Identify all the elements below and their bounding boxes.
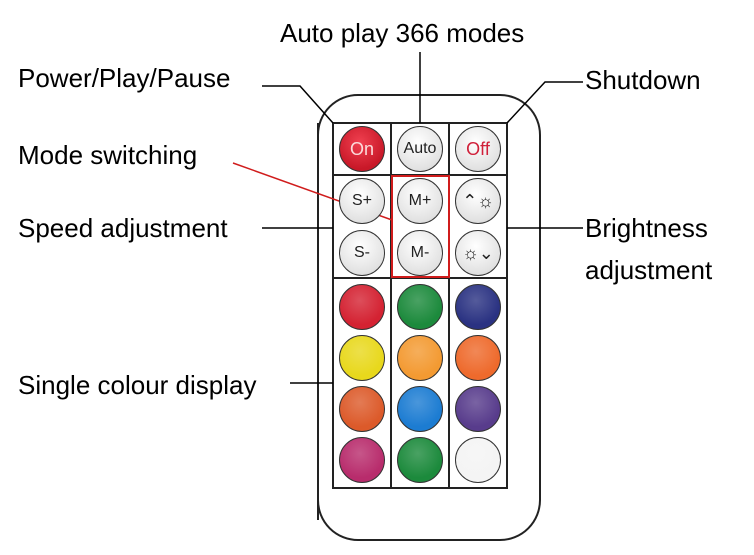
colour-button[interactable] <box>455 284 501 330</box>
mode-next-button[interactable]: M+ <box>397 178 443 224</box>
label-brightness: Brightness <box>585 213 708 243</box>
colour-button[interactable] <box>339 437 385 483</box>
brightness-down-button[interactable]: ☼⌄ <box>455 230 501 276</box>
on-button[interactable]: On <box>339 126 385 172</box>
label-single-colour: Single colour display <box>18 370 257 400</box>
colour-button[interactable] <box>455 386 501 432</box>
colour-button[interactable] <box>455 335 501 381</box>
colour-button[interactable] <box>397 284 443 330</box>
label-shutdown: Shutdown <box>585 65 701 95</box>
colour-button[interactable] <box>339 335 385 381</box>
label-mode-switching: Mode switching <box>18 140 198 170</box>
brightness-down-icon: ☼⌄ <box>462 242 494 263</box>
mode-prev-button[interactable]: M- <box>397 230 443 276</box>
colour-button[interactable] <box>397 437 443 483</box>
colour-button[interactable] <box>397 386 443 432</box>
brightness-up-icon: ⌃☼ <box>462 190 494 211</box>
colour-button[interactable] <box>455 437 501 483</box>
colour-button[interactable] <box>339 284 385 330</box>
label-auto-play: Auto play 366 modes <box>280 18 525 48</box>
label-speed: Speed adjustment <box>18 213 228 243</box>
callout-lines <box>262 52 583 384</box>
label-power: Power/Play/Pause <box>18 63 231 93</box>
brightness-up-button[interactable]: ⌃☼ <box>455 178 501 224</box>
auto-button[interactable]: Auto <box>397 126 443 172</box>
colour-button[interactable] <box>339 386 385 432</box>
colour-button[interactable] <box>397 335 443 381</box>
label-brightness-2: adjustment <box>585 255 713 285</box>
speed-up-button[interactable]: S+ <box>339 178 385 224</box>
speed-down-button[interactable]: S- <box>339 230 385 276</box>
off-button[interactable]: Off <box>455 126 501 172</box>
